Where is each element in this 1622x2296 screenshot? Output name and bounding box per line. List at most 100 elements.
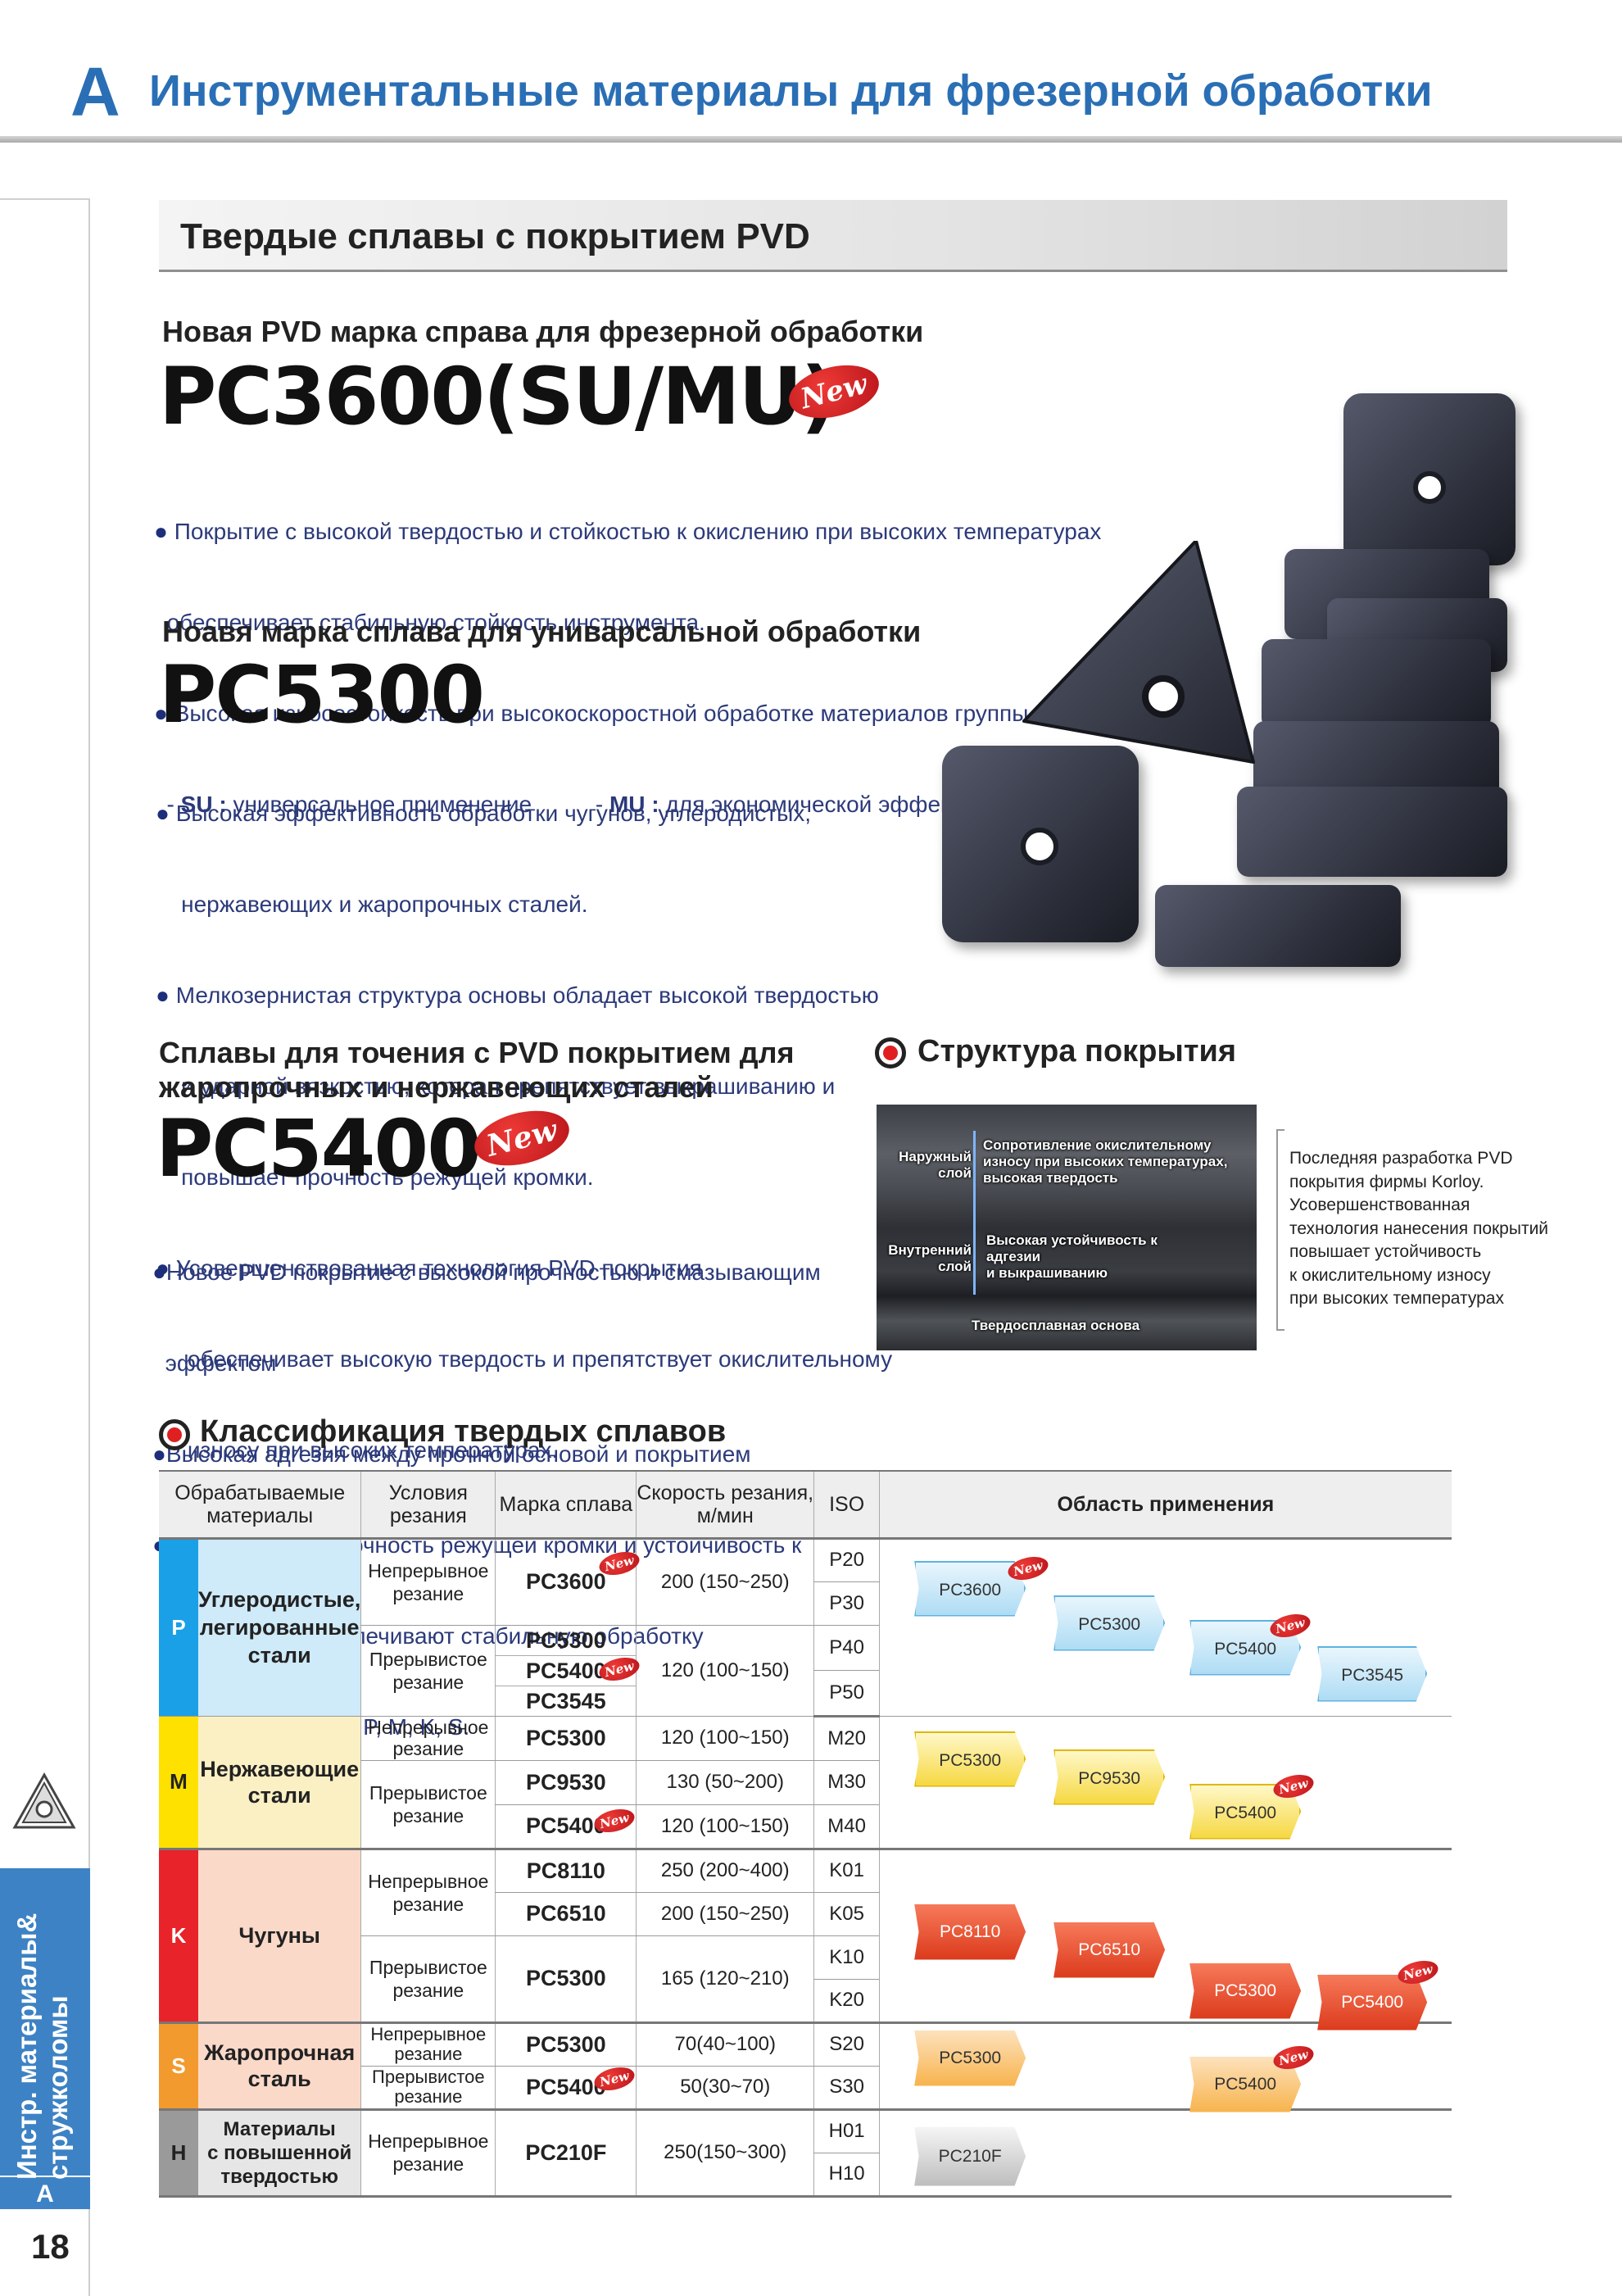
bullet-item: нержавеющих и жаропрочных сталей. xyxy=(181,892,588,917)
outer-layer-label: Наружный слой xyxy=(899,1149,972,1181)
note-bracket xyxy=(1276,1129,1284,1331)
sidebar-tab[interactable] xyxy=(0,1868,90,2209)
application-area-m: PC5300 PC9530 PC5400 New xyxy=(879,1716,1452,1850)
application-area-s: PC5300 PC5400 New xyxy=(879,2022,1452,2112)
inner-layer-label: Внутренний слой xyxy=(888,1242,972,1274)
header-grade: Марка сплава xyxy=(495,1470,637,1540)
section-bullet-icon xyxy=(875,1037,906,1069)
range-bar-pc5300: PC5300 xyxy=(914,2030,1026,2086)
inserts-photo xyxy=(942,377,1516,983)
grade-cell: PC5300 PC5400 PC3545 New xyxy=(495,1625,642,1717)
application-area-k: PC8110 PC6510 PC5300 PC5400 New xyxy=(879,1849,1452,2031)
group-code-s: S xyxy=(159,2022,198,2111)
condition-cell: Непрерывное резание xyxy=(360,1716,496,1761)
bullet-dot-icon: ● xyxy=(154,519,168,544)
bullet-item: ● Покрытие с высокой твердостью и стойко… xyxy=(154,519,1102,544)
range-bar-pc5300: PC5300 xyxy=(914,1731,1026,1787)
section-title-bar: Твердые сплавы с покрытием PVD xyxy=(159,200,1507,272)
coating-micrograph xyxy=(877,1105,1257,1350)
condition-cell: Непрерывное резание xyxy=(360,2022,496,2067)
bullet-dot-icon: ● xyxy=(152,1259,166,1285)
group-name-m: Нержавеющие стали xyxy=(198,1716,361,1850)
header-material: Обрабатываемые материалы xyxy=(159,1470,361,1540)
table-row: P Углеродистые, легированные стали Непре… xyxy=(159,1538,1452,1717)
table-row: S Жаропрочная сталь Непрерывное резание … xyxy=(159,2022,1452,2112)
pc3600-subtitle: Новая PVD марка справа для фрезерной обр… xyxy=(162,315,924,348)
application-area-h: PC210F xyxy=(879,2109,1452,2198)
coating-note: Последняя разработка PVD покрытия фирмы … xyxy=(1289,1149,1549,1308)
group-code-p: P xyxy=(159,1538,198,1717)
speed-cell: 250 (200~400) xyxy=(636,1849,814,1893)
table-row: Прерывистое резание PC5300 PC5400 PC3545… xyxy=(159,1625,1452,1717)
square-insert-image xyxy=(1343,393,1516,565)
grade-cell: PC6510 xyxy=(495,1892,637,1936)
substrate-label: Твердосплавная основа xyxy=(972,1318,1140,1333)
iso-cell: P40 xyxy=(813,1625,880,1671)
header-iso: ISO xyxy=(813,1470,880,1540)
iso-cell: K05 xyxy=(813,1892,880,1936)
bullet-item: ● Усовершенствованная технология PVD пок… xyxy=(156,1255,702,1281)
grade-cell: PC5300 xyxy=(495,2022,637,2067)
outer-layer-desc: Сопротивление окислительному износу при … xyxy=(983,1137,1228,1186)
table-header-row: Обрабатываемые материалы Условия резания… xyxy=(159,1470,1452,1540)
triangle-insert-image xyxy=(1022,541,1255,764)
pc5300-subtitle: Ноавя марка сплава для униварсальной обр… xyxy=(162,615,922,648)
range-bar-pc9530: PC9530 xyxy=(1053,1749,1166,1805)
bullet-item: и ударной вязкостью, которая препятствуе… xyxy=(181,1073,836,1099)
group-name-s: Жаропрочная сталь xyxy=(198,2022,361,2111)
iso-cell: M40 xyxy=(813,1804,880,1850)
speed-cell: 165 (120~210) xyxy=(636,1935,814,2024)
pc5400-title: PC5400 xyxy=(156,1103,482,1195)
iso-cell: M20 xyxy=(813,1716,880,1761)
iso-cell: K20 xyxy=(813,1979,880,2024)
iso-cell: S20 xyxy=(813,2022,880,2067)
iso-cell: P20 xyxy=(813,1538,880,1582)
table-row: H10 xyxy=(159,2153,1452,2198)
header-condition: Условия резания xyxy=(360,1470,496,1540)
grade-cell: PC5300 xyxy=(495,1935,637,2024)
pc3600-title: PC3600(SU/MU) xyxy=(159,351,836,442)
grade-cell: PC5300 xyxy=(495,1716,637,1761)
square-insert-front-image xyxy=(942,746,1139,942)
sidebar-line xyxy=(88,198,90,2296)
iso-cell: H10 xyxy=(813,2153,880,2198)
iso-cell: H01 xyxy=(813,2109,880,2153)
bullet-item: обеспечивает высокую твердость и препятс… xyxy=(187,1346,893,1372)
chapter-letter: A xyxy=(70,53,120,130)
speed-cell: 250(150~300) xyxy=(636,2109,814,2198)
bullet-item: ● Мелкозернистая структура основы облада… xyxy=(156,982,879,1008)
speed-cell: 200 (150~250) xyxy=(636,1892,814,1936)
speed-cell: 120 (100~150) xyxy=(636,1804,814,1850)
iso-cell: P50 xyxy=(813,1670,880,1717)
bullet-item: ● Высокая износостойкость при высокоскор… xyxy=(154,701,1053,726)
sidebar-tab-label: Инстр. материалы& стружколомы xyxy=(11,1913,73,2180)
condition-cell: Непрерывное резание xyxy=(360,2109,496,2198)
header-speed: Скорость резания, м/мин xyxy=(636,1470,814,1540)
bullet-dot-icon: ● xyxy=(152,1441,166,1467)
condition-cell: Прерывистое резание xyxy=(360,1760,496,1850)
coating-title: Структура покрытия xyxy=(917,1034,1236,1069)
table-row: K20 xyxy=(159,1979,1452,2024)
speed-cell: 70(40~100) xyxy=(636,2022,814,2067)
table-row: M Нержавеющие стали Непрерывное резание … xyxy=(159,1716,1452,1850)
condition-cell: Прерывистое резание xyxy=(360,1935,496,2024)
bullet-item: ●Новое PVD покрытие с высокой прочностью… xyxy=(152,1259,821,1285)
table-row: H Материалы с повышенной твердостью Непр… xyxy=(159,2109,1452,2198)
header-rule xyxy=(0,136,1622,143)
condition-cell: Непрерывное резание xyxy=(360,1849,496,1936)
group-code-h: H xyxy=(159,2109,198,2198)
bullet-item: повышает прочность режущей кромки. xyxy=(181,1164,594,1190)
classification-table: Обрабатываемые материалы Условия резания… xyxy=(159,1470,1452,2198)
iso-cell: K01 xyxy=(813,1849,880,1893)
page-number: 18 xyxy=(31,2227,70,2266)
speed-cell: 200 (150~250) xyxy=(636,1538,814,1626)
speed-cell: 50(30~70) xyxy=(636,2066,814,2111)
table-row: P50 xyxy=(159,1670,1452,1717)
bullet-item: ●Высокая адгезия между прочной основой и… xyxy=(152,1441,751,1467)
bullet-dot-icon: ● xyxy=(154,701,168,726)
